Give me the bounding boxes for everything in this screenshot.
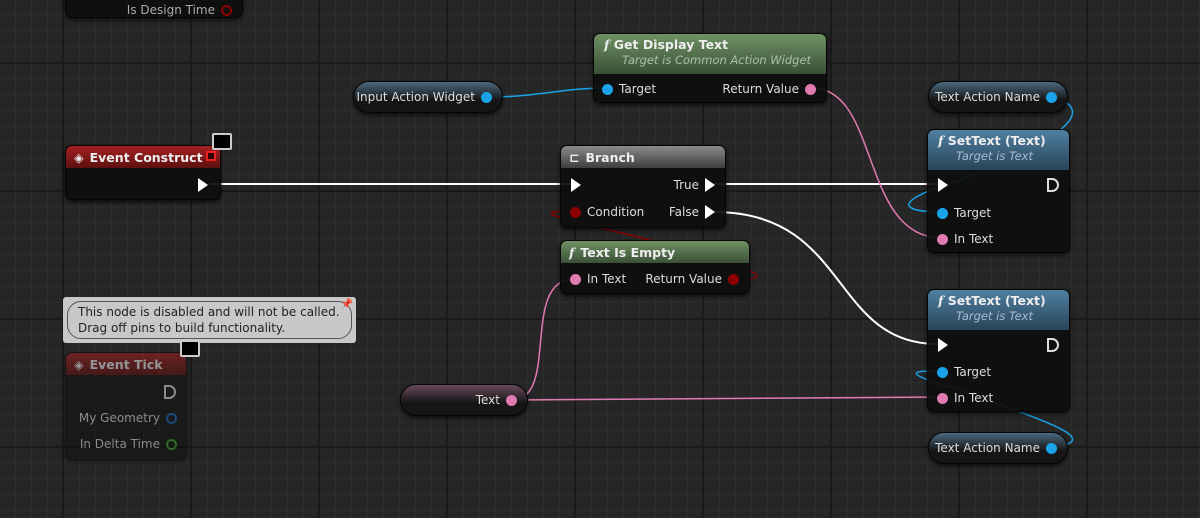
exec-in-pin[interactable] — [571, 178, 581, 192]
function-icon: f — [938, 133, 944, 148]
pin-label: Is Design Time — [126, 3, 215, 17]
settext-node-1[interactable]: f SetText (Text)Target is Text Target In… — [927, 129, 1070, 253]
bool-pin[interactable] — [221, 4, 232, 16]
branch-node[interactable]: ⊏ Branch True Condition False — [560, 145, 726, 228]
node-title: SetText (Text) — [947, 293, 1046, 308]
tooltip-line: This node is disabled and will not be ca… — [78, 305, 340, 319]
pin-label: Target — [954, 365, 992, 379]
pin-label: In Text — [954, 391, 994, 405]
exec-in-pin[interactable] — [938, 178, 948, 192]
exec-out-pin[interactable] — [198, 178, 208, 192]
branch-icon: ⊏ — [569, 149, 580, 165]
in-text-pin[interactable] — [570, 273, 581, 285]
return-pin[interactable] — [805, 83, 816, 95]
node-title: SetText (Text) — [947, 133, 1046, 148]
var-label: Text Action Name — [935, 90, 1040, 104]
settext-node-2[interactable]: f SetText (Text)Target is Text Target In… — [927, 289, 1070, 412]
var-label: Text — [475, 393, 500, 407]
text-wire — [511, 278, 575, 401]
node-title: Branch — [585, 149, 635, 165]
function-icon: f — [569, 244, 575, 260]
delegate-pin[interactable] — [206, 151, 216, 161]
tooltip-line: Drag off pins to build functionality. — [78, 321, 286, 335]
object-wire — [487, 87, 606, 98]
true-pin[interactable] — [705, 178, 715, 192]
target-pin[interactable] — [937, 366, 948, 378]
exec-in-pin[interactable] — [938, 338, 948, 352]
node-title: Event Tick — [89, 356, 163, 372]
text-pin[interactable] — [506, 394, 517, 406]
object-pin[interactable] — [481, 91, 492, 103]
in-text-pin[interactable] — [937, 233, 948, 245]
text-wire — [511, 396, 943, 401]
pin-label: Return Value — [722, 82, 799, 96]
exec-out-pin[interactable] — [1047, 178, 1059, 192]
target-pin[interactable] — [937, 207, 948, 219]
pin-label: Return Value — [645, 272, 722, 286]
node-subtitle: Target is Text — [956, 309, 1033, 323]
exec-out-pin[interactable] — [1047, 338, 1059, 352]
disabled-node-tooltip: This node is disabled and will not be ca… — [63, 297, 356, 343]
geometry-pin[interactable] — [166, 412, 177, 424]
var-label: Input Action Widget — [356, 90, 475, 104]
target-pin[interactable] — [602, 83, 613, 95]
pin-label: In Text — [587, 272, 627, 286]
float-pin[interactable] — [166, 438, 177, 450]
text-action-name-var[interactable]: Text Action Name — [928, 81, 1068, 113]
function-icon: f — [604, 37, 610, 52]
event-icon: ◈ — [74, 356, 84, 372]
event-construct-node[interactable]: ◈ Event Construct — [65, 145, 221, 200]
pin-label: In Text — [954, 232, 994, 246]
text-var[interactable]: Text — [400, 384, 528, 416]
text-wire — [811, 87, 943, 239]
function-icon: f — [938, 293, 944, 308]
object-pin[interactable] — [1046, 442, 1057, 454]
in-text-pin[interactable] — [937, 392, 948, 404]
node-title: Event Construct — [89, 149, 203, 165]
client-only-icon — [212, 133, 232, 150]
false-pin[interactable] — [705, 205, 715, 219]
is-design-time-node[interactable]: Is Design Time — [65, 0, 243, 18]
node-subtitle: Target is Common Action Widget — [622, 53, 812, 67]
pin-label: False — [668, 205, 699, 219]
pin-icon[interactable]: 📌 — [340, 299, 353, 310]
condition-pin[interactable] — [570, 206, 581, 218]
text-action-name-var[interactable]: Text Action Name — [928, 432, 1068, 464]
pin-label: Target — [619, 82, 657, 96]
input-action-widget-var[interactable]: Input Action Widget — [353, 81, 503, 113]
return-pin[interactable] — [728, 273, 739, 285]
pin-label: Target — [954, 206, 992, 220]
pin-label: In Delta Time — [79, 437, 160, 451]
object-pin[interactable] — [1046, 91, 1057, 103]
client-only-icon — [180, 340, 200, 357]
exec-out-pin[interactable] — [164, 385, 176, 399]
pin-label: True — [673, 178, 700, 192]
event-icon: ◈ — [74, 149, 84, 165]
text-is-empty-node[interactable]: f Text Is Empty In Text Return Value — [560, 240, 750, 294]
node-subtitle: Target is Text — [956, 149, 1033, 163]
node-title: Text Is Empty — [580, 244, 676, 260]
event-tick-node[interactable]: ◈ Event Tick My Geometry In Delta Time — [65, 352, 187, 460]
var-label: Text Action Name — [935, 441, 1040, 455]
pin-label: My Geometry — [78, 411, 160, 425]
node-title: Get Display Text — [613, 37, 729, 52]
pin-label: Condition — [587, 205, 645, 219]
